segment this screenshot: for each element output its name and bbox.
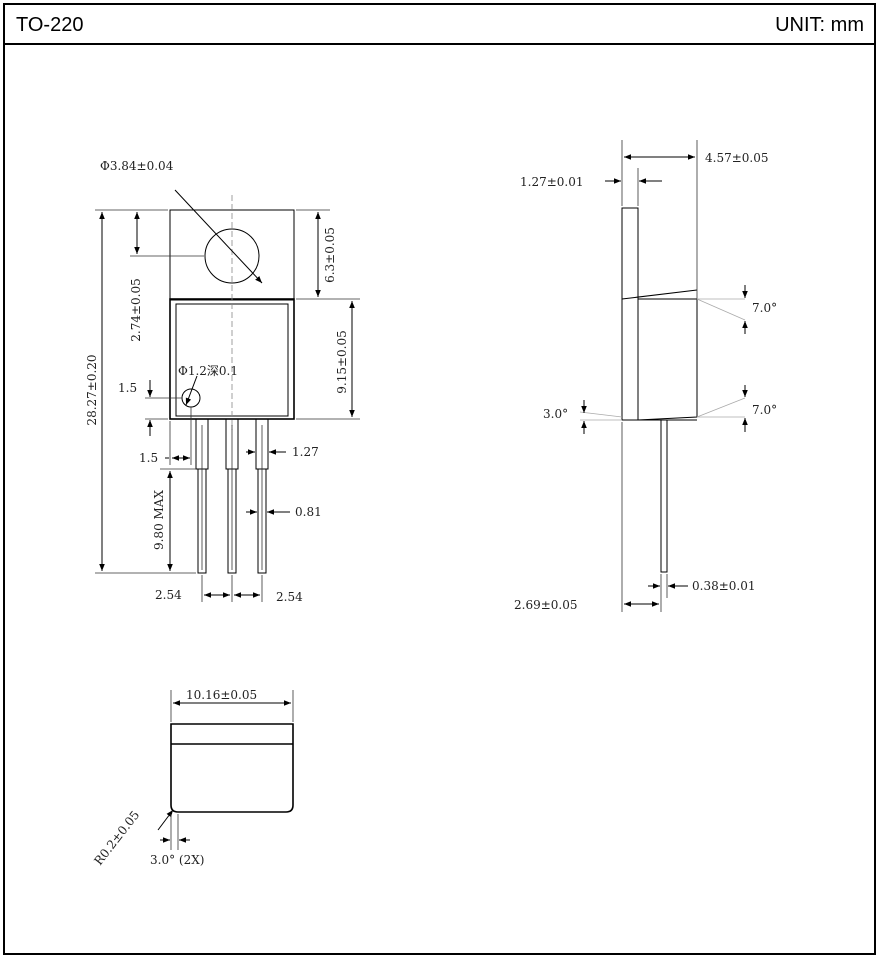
top-to-hole-label: 2.74±0.05 — [129, 278, 143, 342]
unit-label: UNIT: mm — [775, 14, 864, 36]
draft-top-label: 7.0° — [752, 301, 777, 315]
lead-width-top-label: 1.27 — [292, 445, 319, 459]
draft-angle-label: 3.0° (2X) — [150, 853, 204, 867]
overall-height-label: 28.27±0.20 — [85, 354, 99, 425]
tab-height-label: 6.3±0.05 — [323, 227, 337, 283]
side-body — [637, 298, 698, 421]
pin1-mark-label: Φ1.2深0.1 — [178, 364, 238, 378]
hole-leader — [174, 189, 263, 284]
leads — [195, 418, 269, 574]
draft-side-label: 3.0° — [543, 407, 568, 421]
title-bar: TO-220 UNIT: mm — [5, 5, 874, 45]
draft-bottom-label: 7.0° — [752, 403, 777, 417]
lead-length-label: 9.80 MAX — [152, 490, 166, 550]
lead-width-label: 0.81 — [295, 505, 322, 519]
side-view: 4.57±0.05 1.27±0.01 7.0° 7.0° 3.0° 0.38±… — [514, 140, 777, 612]
tab-plate — [621, 207, 639, 421]
bottom-view: 10.16±0.05 R0.2±0.05 3.0° (2X) — [91, 688, 294, 868]
drawing-frame: TO-220 UNIT: mm — [3, 3, 876, 955]
lead-offset-label: 2.69±0.05 — [514, 598, 578, 612]
lead-thickness-label: 0.38±0.01 — [692, 579, 756, 593]
side-lead — [660, 419, 668, 573]
corner-radius-label: R0.2±0.05 — [91, 808, 142, 868]
mounting-hole — [204, 228, 260, 284]
pitch-left-label: 2.54 — [155, 588, 182, 602]
bottom-body — [170, 723, 294, 813]
mark-offset-h-label: 1.5 — [139, 451, 158, 465]
body-height-label: 9.15±0.05 — [335, 330, 349, 394]
mark-offset-v-label: 1.5 — [118, 381, 137, 395]
body-width-label: 10.16±0.05 — [186, 688, 257, 702]
hole-diameter-label: Φ3.84±0.04 — [100, 159, 174, 173]
pitch-right-label: 2.54 — [276, 590, 303, 604]
overall-thickness-label: 4.57±0.05 — [705, 151, 769, 165]
package-title: TO-220 — [16, 14, 84, 36]
pin1-leader — [185, 375, 198, 406]
tab-thickness-label: 1.27±0.01 — [520, 175, 584, 189]
front-view: 28.27±0.20 2.74±0.05 Φ3.84±0.04 6.3±0.05… — [85, 159, 360, 604]
